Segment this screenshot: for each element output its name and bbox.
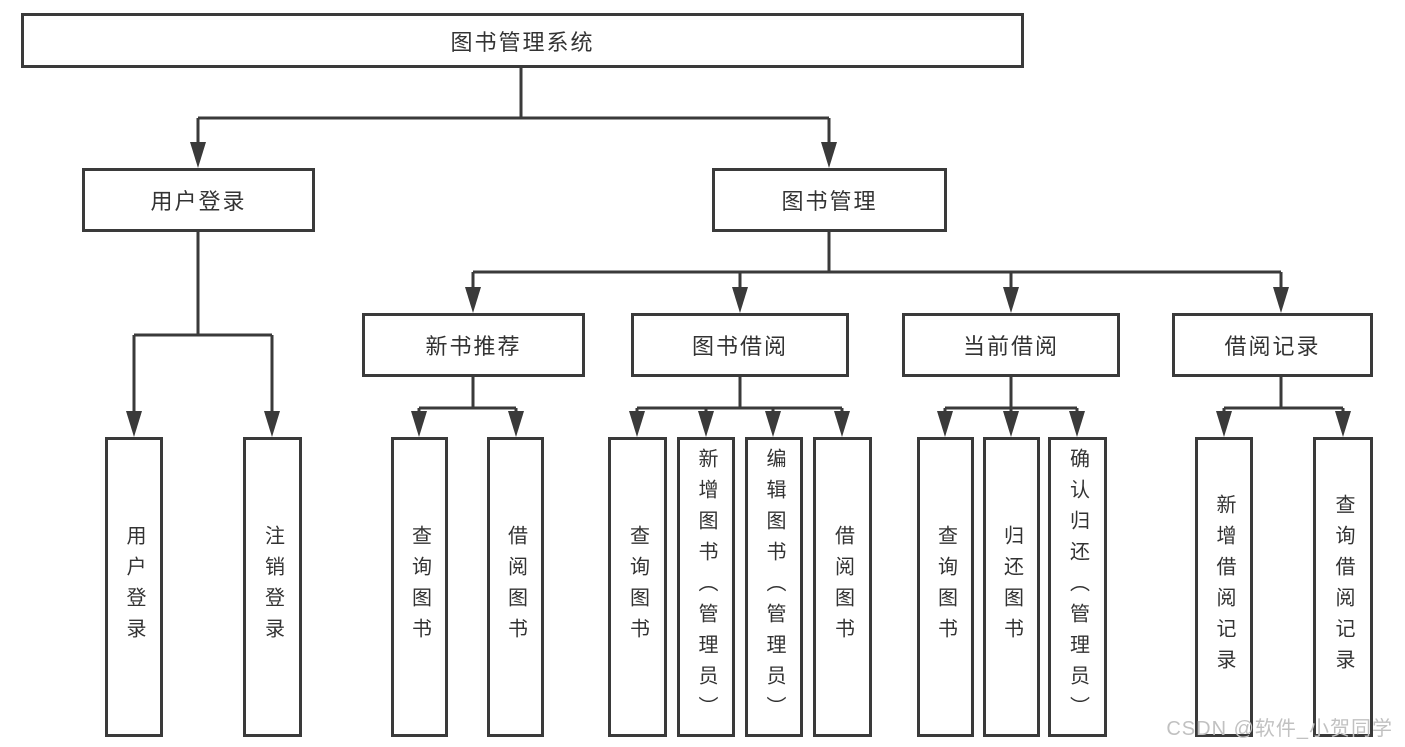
arrowhead-icon [126,411,142,437]
connector-path [196,68,831,145]
leaf-nbr-query-book: 查询图书 [391,437,448,737]
arrowhead-icon [1069,411,1085,437]
arrowhead-icon [508,411,524,437]
arrowhead-icon [698,411,714,437]
arrowhead-icon [1003,411,1019,437]
arrowheads [126,142,1351,437]
leaf-br-query-record: 查询借阅记录 [1313,437,1373,737]
arrowhead-icon [834,411,850,437]
leaf-logout: 注销登录 [243,437,302,737]
leaf-cb-query-book: 查询图书 [917,437,974,737]
arrowhead-icon [465,287,481,313]
node-library-system: 图书管理系统 [21,13,1024,68]
leaf-bb-borrow-book: 借阅图书 [813,437,872,737]
leaf-nbr-borrow-book: 借阅图书 [487,437,544,737]
node-borrow-records: 借阅记录 [1172,313,1373,377]
csdn-watermark: CSDN @软件_小贺同学 [1166,718,1393,740]
arrowhead-icon [1003,287,1019,313]
leaf-cb-confirm-return-admin: 确认归还（管理员） [1048,437,1107,737]
arrowhead-icon [1273,287,1289,313]
connector-path [1222,377,1345,414]
arrowhead-icon [765,411,781,437]
connector-path [943,377,1079,414]
leaf-user-login: 用户登录 [105,437,163,737]
leaf-bb-edit-book-admin: 编辑图书（管理员） [745,437,803,737]
arrowhead-icon [190,142,206,168]
arrowhead-icon [1216,411,1232,437]
arrowhead-icon [1335,411,1351,437]
node-user-login: 用户登录 [82,168,315,232]
arrowhead-icon [732,287,748,313]
node-book-borrowing: 图书借阅 [631,313,849,377]
leaf-bb-add-book-admin: 新增图书（管理员） [677,437,735,737]
leaf-br-add-record: 新增借阅记录 [1195,437,1253,737]
node-current-borrowing: 当前借阅 [902,313,1120,377]
connector-path [471,232,1283,290]
arrowhead-icon [264,411,280,437]
leaf-bb-query-book: 查询图书 [608,437,667,737]
arrowhead-icon [411,411,427,437]
arrowhead-icon [821,142,837,168]
node-book-management: 图书管理 [712,168,947,232]
arrowhead-icon [937,411,953,437]
connector-path [417,377,518,414]
node-new-book-recommend: 新书推荐 [362,313,585,377]
leaf-cb-return-book: 归还图书 [983,437,1040,737]
connector-path [132,232,274,414]
connector-path [635,377,844,414]
arrowhead-icon [629,411,645,437]
